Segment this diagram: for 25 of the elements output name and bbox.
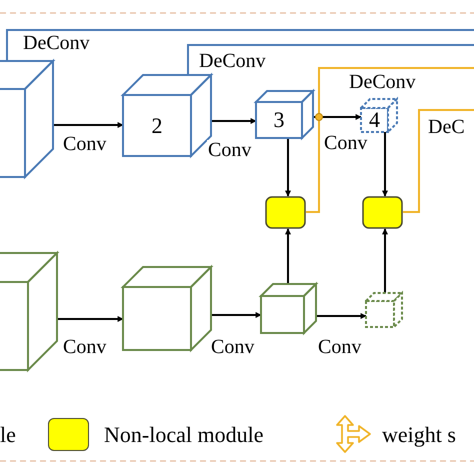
skip-connection-line	[6, 29, 474, 61]
legend-label: Non-local module	[104, 424, 264, 446]
cube-number: 3	[272, 109, 286, 131]
non-local-module-box	[362, 196, 403, 229]
arrow	[285, 138, 291, 197]
cube-number: 2	[150, 114, 164, 136]
non-local-module-box	[265, 196, 306, 229]
arrow	[57, 316, 124, 322]
legend-label: le	[0, 424, 16, 446]
skip-connection-line	[187, 44, 474, 75]
arrow	[382, 228, 388, 293]
arrow	[382, 132, 388, 197]
legend-label: weight s	[382, 424, 456, 446]
feature-cube	[261, 284, 316, 333]
arrow	[313, 114, 362, 120]
skip-connection-line	[306, 67, 474, 213]
feature-cube	[366, 293, 402, 327]
arrow	[211, 118, 257, 124]
arrow	[53, 122, 124, 128]
cube-number: 4	[368, 109, 381, 131]
arrow	[316, 313, 367, 319]
arrow	[285, 228, 291, 284]
feature-cube	[123, 267, 211, 350]
arrow	[211, 312, 262, 318]
skip-connection-line	[403, 109, 474, 213]
